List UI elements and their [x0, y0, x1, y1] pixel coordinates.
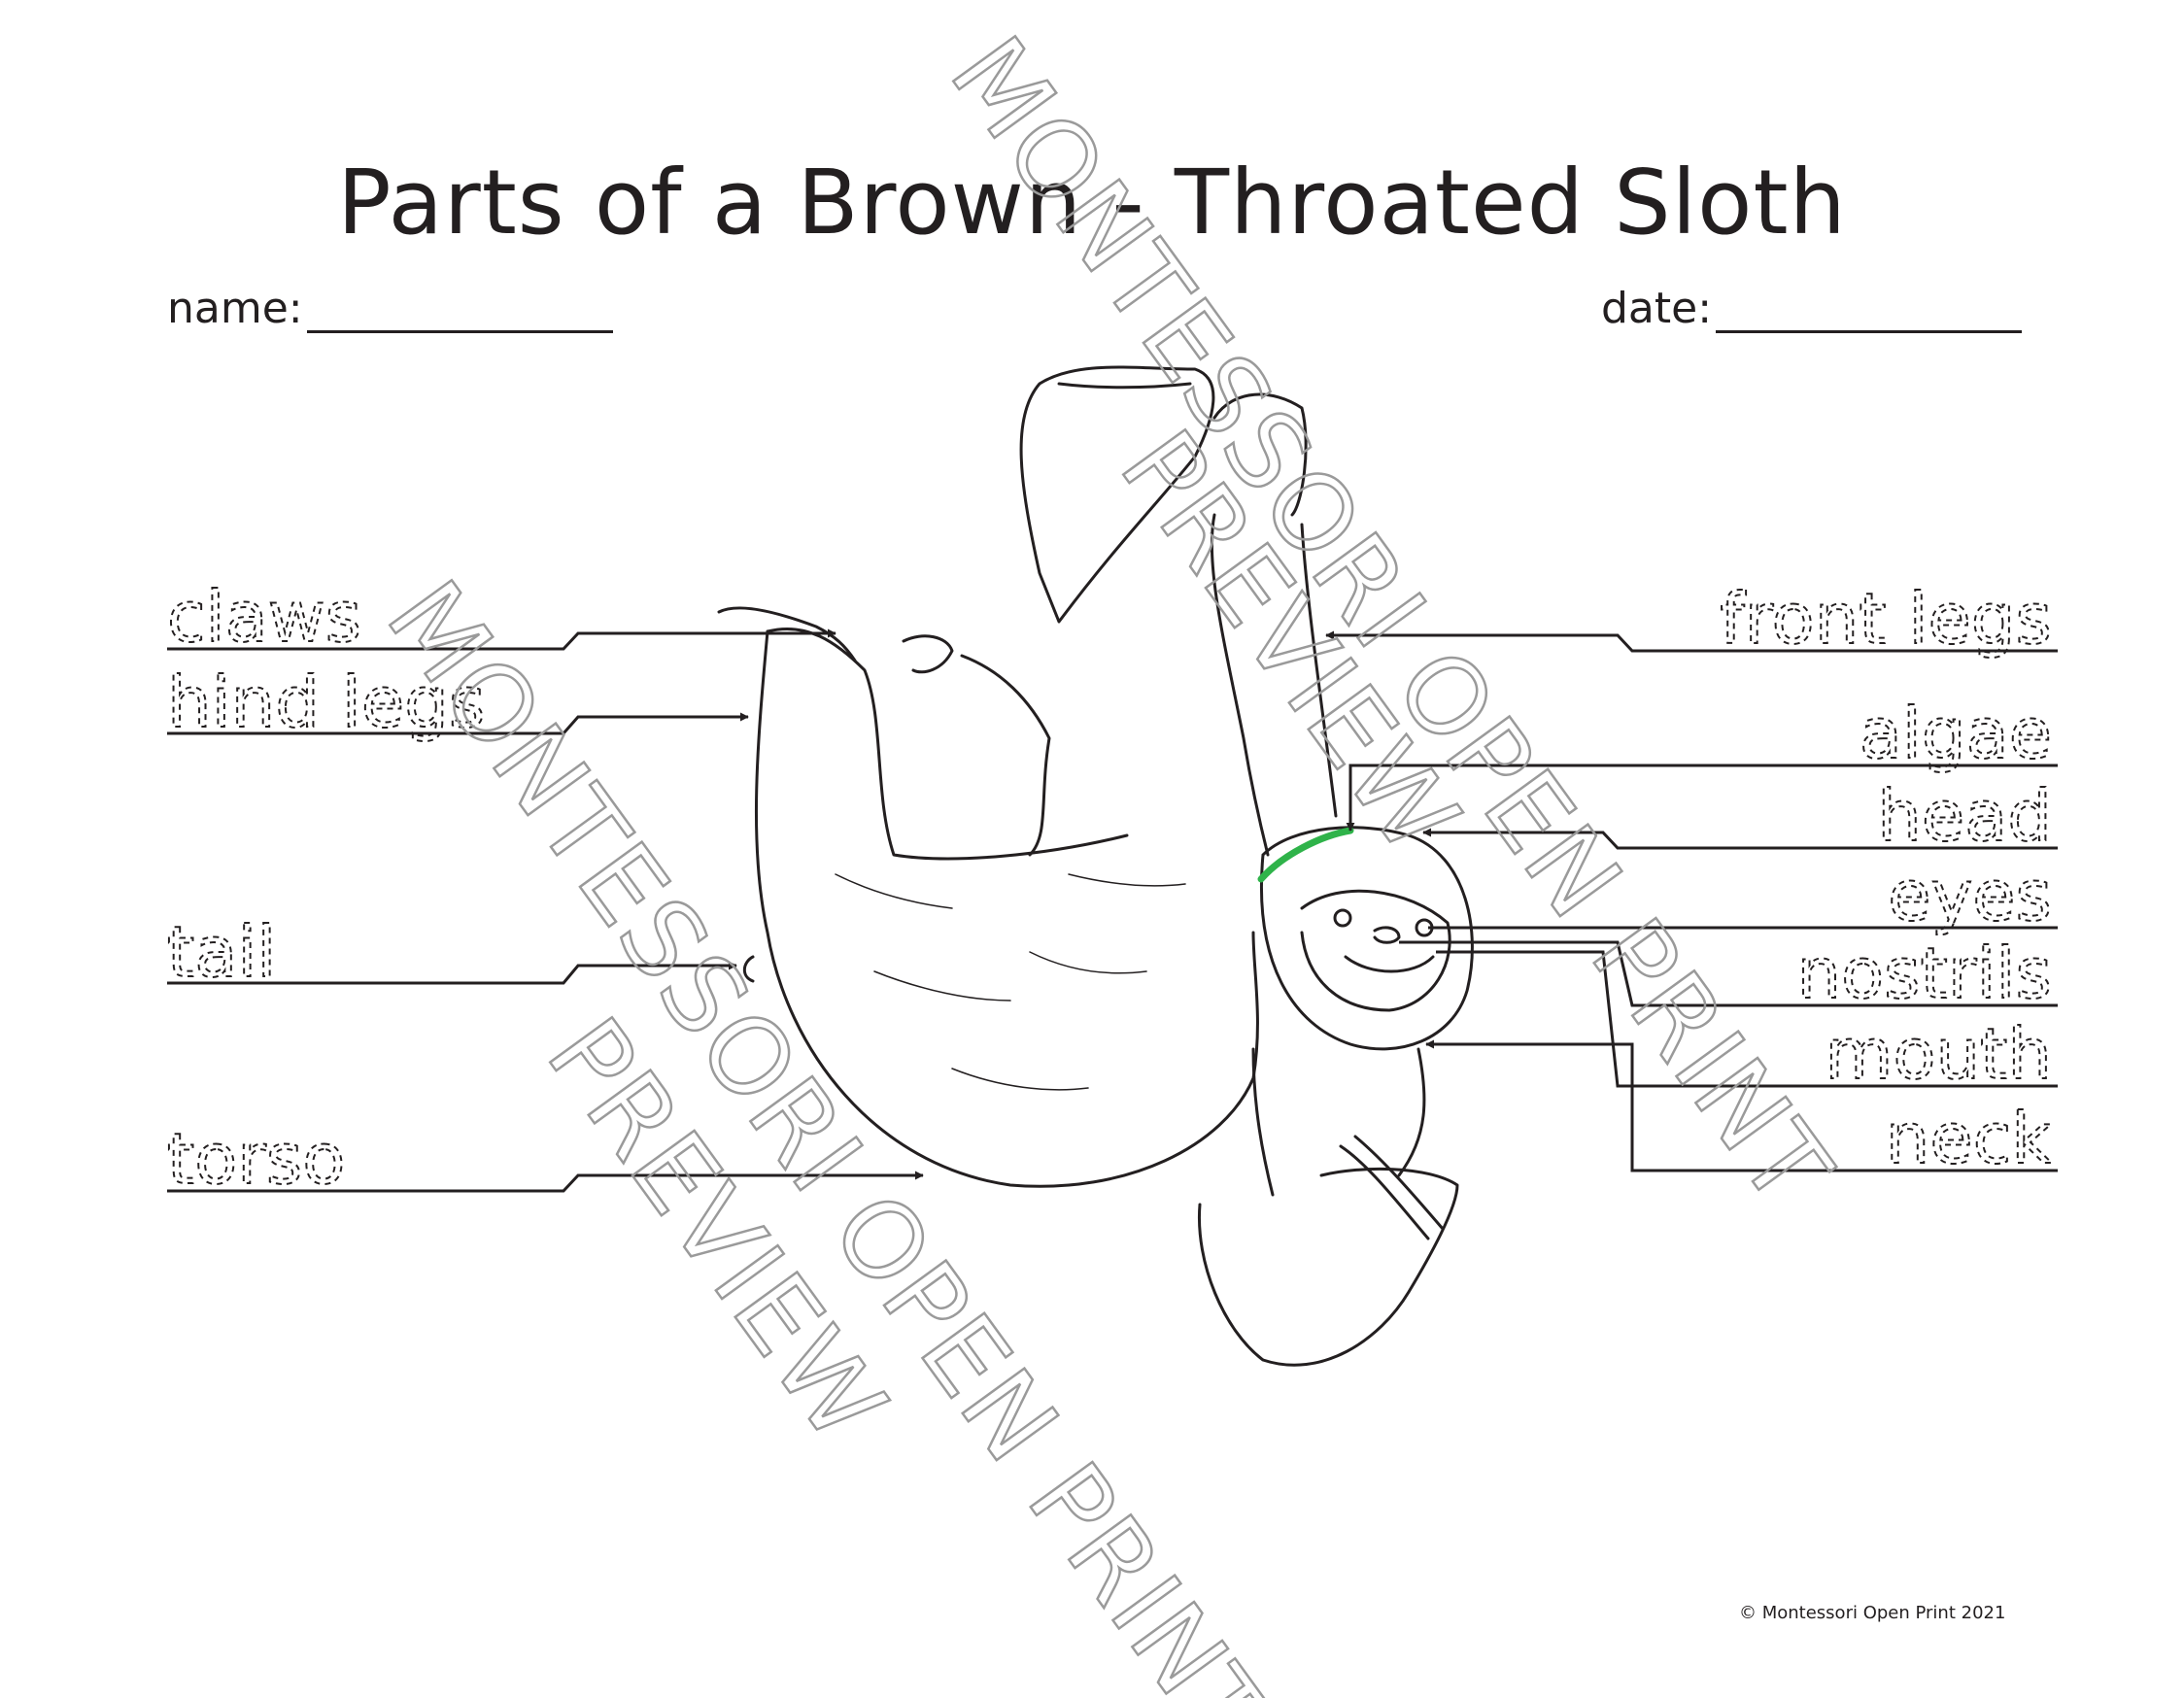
nose [1373, 926, 1401, 944]
front-leg-left [1210, 513, 1270, 857]
neck-line [1251, 1047, 1275, 1197]
label-torso: torso [167, 1118, 345, 1200]
fur-stroke [835, 873, 953, 909]
face-mask [1300, 889, 1451, 1012]
left-pointer-lines [167, 628, 924, 1193]
hind-claw [717, 606, 857, 662]
pointer-front-legs [1325, 630, 2058, 653]
pointer-hind-legs [167, 712, 749, 735]
pointer-claws [167, 628, 836, 651]
watermark-top-line1: MONTESSORI OPEN PRINT [927, 17, 1854, 1228]
date-label: date: [1601, 284, 1713, 333]
pointer-neck [1425, 1039, 2058, 1172]
fur-stroke [1029, 951, 1147, 974]
label-nostrils: nostrils [1796, 933, 2052, 1014]
date-field: date: [1601, 284, 2023, 333]
page-title: Parts of a Brown - Throated Sloth [337, 151, 1847, 255]
sloth-illustration [717, 365, 1474, 1367]
label-tail: tail [167, 911, 276, 993]
copyright-notice: © Montessori Open Print 2021 [1739, 1603, 2006, 1623]
label-algae: algae [1860, 693, 2052, 774]
left-eye [1333, 908, 1352, 928]
fur-stroke [1068, 873, 1186, 887]
name-field: name: [167, 284, 613, 333]
pointer-tail [167, 961, 737, 985]
label-eyes: eyes [1888, 855, 2052, 936]
label-mouth: mouth [1825, 1013, 2052, 1095]
pointer-torso [167, 1171, 924, 1193]
pointer-mouth [1436, 950, 2058, 1088]
branch-loop [1019, 365, 1215, 624]
name-label: name: [167, 284, 303, 333]
label-hind-legs: hind legs [167, 662, 485, 743]
pointer-nostrils [1399, 940, 2058, 1007]
name-blank-line [306, 295, 613, 333]
right-pointer-lines [1325, 630, 2058, 1172]
watermark-group: MONTESSORI OPEN PRINT PREVIEW MONTESSORI… [362, 16, 1855, 1698]
lower-arm-line [1397, 1047, 1426, 1177]
hind-leg-inner [960, 654, 1051, 857]
head-outline [1260, 826, 1474, 1051]
label-front-legs: front legs [1720, 578, 2052, 660]
fur-stroke [951, 1068, 1089, 1091]
mouth-line [1344, 955, 1435, 973]
torso-outline [754, 629, 1259, 1188]
pointer-algae [1346, 764, 2058, 832]
branch-inner [1057, 382, 1192, 390]
front-leg-right [1300, 523, 1338, 818]
lower-paw [1197, 1167, 1459, 1367]
label-head: head [1877, 775, 2052, 857]
tail-nub [742, 955, 755, 983]
label-neck: neck [1886, 1098, 2053, 1179]
algae-patch [1257, 827, 1354, 883]
pointer-head [1422, 828, 2058, 850]
front-paw-top [1212, 392, 1308, 517]
lower-claw-1 [1339, 1144, 1430, 1240]
hind-leg-outline [766, 627, 1129, 861]
lower-claw-2 [1353, 1135, 1445, 1231]
hind-claw-2 [902, 634, 954, 674]
date-blank-line [1716, 295, 2023, 333]
watermark-bottom-line1: MONTESSORI OPEN PRINT [363, 560, 1290, 1698]
label-claws: claws [167, 576, 361, 658]
fur-stroke [873, 970, 1011, 1002]
